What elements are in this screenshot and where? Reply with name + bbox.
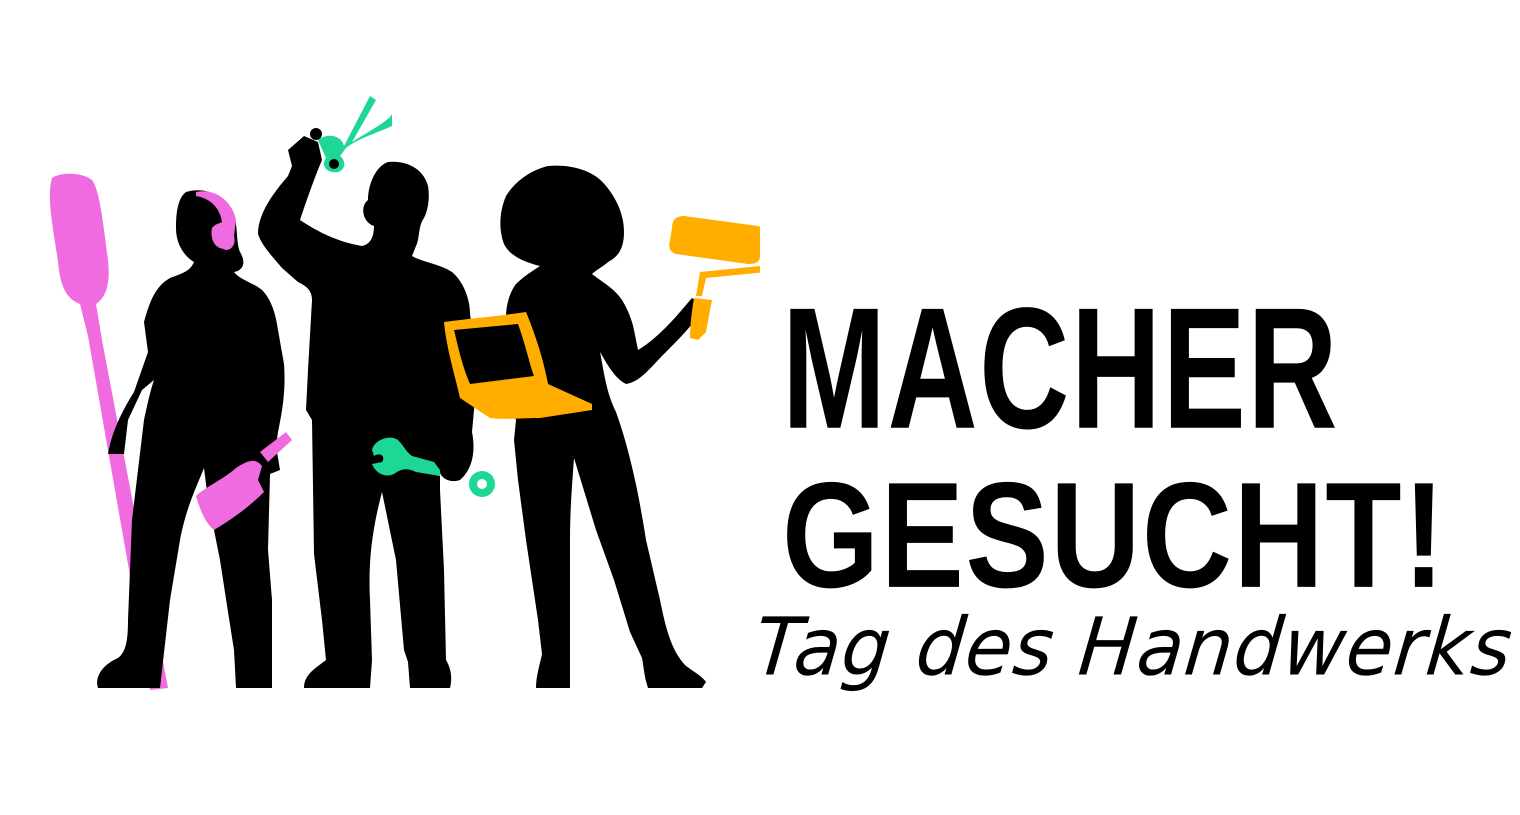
person-with-laptop-icon bbox=[500, 165, 706, 689]
wrench-icon bbox=[372, 437, 440, 476]
headline-line-2: GESUCHT! bbox=[782, 450, 1447, 619]
person-with-headphones-icon bbox=[97, 190, 285, 688]
nut-icon bbox=[469, 471, 495, 497]
hammer-icon bbox=[196, 432, 292, 530]
headphones-icon bbox=[196, 191, 236, 250]
person-with-scissors-icon bbox=[258, 136, 476, 688]
scissors-icon bbox=[310, 96, 392, 173]
paint-roller-icon bbox=[669, 216, 760, 340]
craftspeople-illustration bbox=[49, 96, 760, 690]
laptop-icon bbox=[444, 312, 592, 419]
tagline: Tag des Handwerks bbox=[750, 600, 1518, 694]
headline-line-1: MACHER bbox=[782, 271, 1340, 465]
